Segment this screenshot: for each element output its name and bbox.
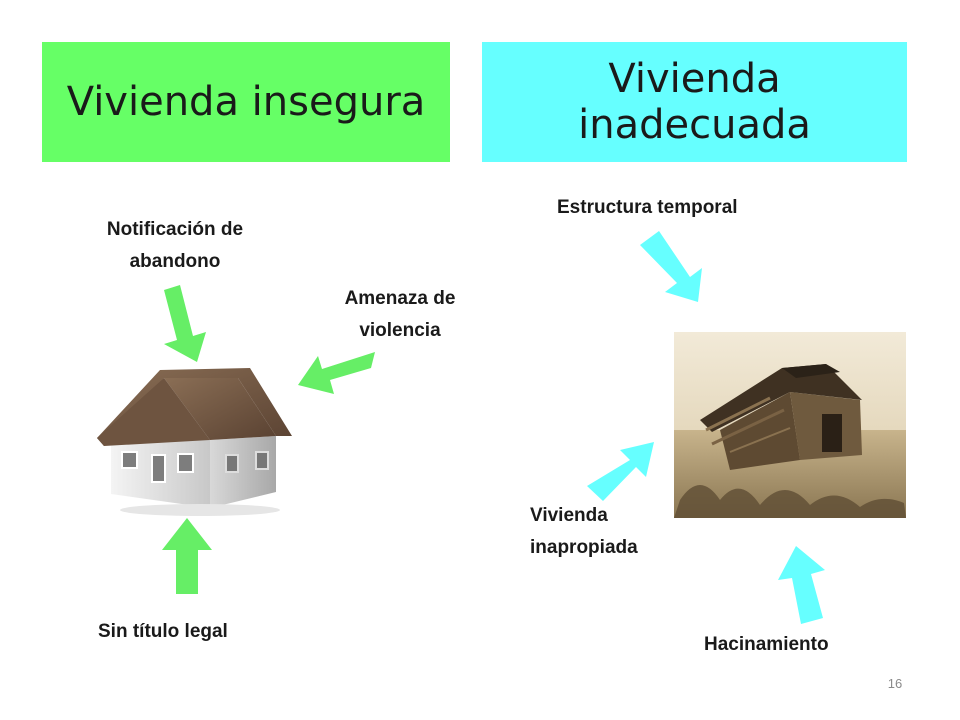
arrow-notificacion-icon — [164, 285, 206, 362]
arrow-inapropiada-icon — [587, 442, 654, 501]
title-right-text: Vivienda inadecuada — [578, 56, 811, 148]
title-vivienda-inadecuada: Vivienda inadecuada — [482, 42, 907, 162]
arrow-hacinamiento-icon — [778, 546, 825, 624]
arrow-estructura-icon — [640, 231, 702, 302]
page-number: 16 — [887, 676, 903, 691]
label-vivienda-inapropiada: Vivienda inapropiada — [530, 505, 638, 558]
arrow-sin-titulo-icon — [162, 518, 212, 594]
label-sin-titulo: Sin título legal — [98, 621, 228, 642]
label-estructura-temporal: Estructura temporal — [557, 197, 738, 218]
dilapidated-house-photo — [674, 332, 906, 518]
title-left-text: Vivienda insegura — [66, 79, 426, 125]
label-amenaza: Amenaza de violencia — [344, 288, 456, 341]
label-hacinamiento: Hacinamiento — [704, 634, 829, 655]
label-notificacion: Notificación de abandono — [106, 219, 244, 272]
house-icon — [97, 368, 292, 516]
title-vivienda-insegura: Vivienda insegura — [42, 42, 450, 162]
arrow-amenaza-icon — [298, 352, 375, 394]
